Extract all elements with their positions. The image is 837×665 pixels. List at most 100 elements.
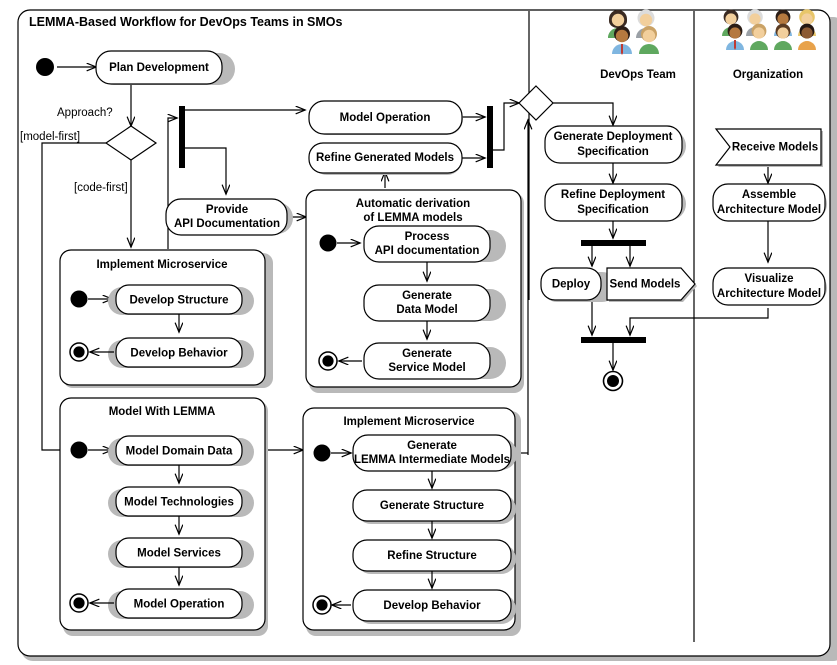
node-label-line2: Data Model	[396, 304, 457, 316]
group-implement-microservice-top: Implement Microservice Develop Structure…	[59, 249, 273, 388]
node-send-models[interactable]: Send Models	[606, 267, 697, 302]
node-model-technologies[interactable]: Model Technologies	[108, 486, 254, 517]
send-signal-shape	[606, 267, 696, 301]
node-label-line1: Assemble	[742, 189, 796, 201]
node-generate-structure[interactable]: Generate Structure	[352, 489, 516, 524]
join-bar-final	[581, 337, 646, 343]
final-node-main	[602, 370, 624, 392]
node-process-api-documentation[interactable]: Process API documentation	[363, 225, 506, 263]
frame-title: LEMMA-Based Workflow for DevOps Teams in…	[29, 15, 343, 29]
edge-join-to-merge	[493, 103, 519, 151]
node-model-operation-bottom[interactable]: Model Operation	[108, 588, 254, 619]
group-automatic-derivation: Automatic derivation of LEMMA models Pro…	[305, 189, 524, 393]
initial-node	[313, 444, 331, 462]
group-model-with-lemma: Model With LEMMA Model Domain Data Model…	[59, 397, 268, 636]
edge-decision-model-first	[41, 142, 106, 450]
node-label-line2: LEMMA Intermediate Models	[354, 454, 510, 466]
node-generate-service-model[interactable]: Generate Service Model	[363, 342, 506, 380]
node-label: Send Models	[610, 279, 681, 291]
final-node	[69, 593, 89, 613]
node-label-line1: Generate	[402, 348, 452, 360]
node-label: Model Technologies	[124, 497, 234, 509]
node-generate-data-model[interactable]: Generate Data Model	[363, 284, 506, 322]
lane-header-devops: DevOps Team	[600, 9, 676, 81]
node-label-line1: Provide	[206, 204, 248, 216]
join-bar	[487, 106, 493, 168]
node-label: Deploy	[552, 279, 591, 291]
final-node	[318, 351, 338, 371]
node-label-line2: Service Model	[388, 362, 465, 374]
people-group-icon	[608, 9, 659, 55]
node-label-line2: Specification	[577, 204, 649, 216]
node-provide-api-documentation[interactable]: Provide API Documentation	[165, 198, 293, 236]
node-label-line1: Visualize	[744, 273, 793, 285]
node-label: Develop Behavior	[383, 600, 481, 612]
group-implement-microservice-bottom: Implement Microservice Generate LEMMA In…	[302, 407, 521, 636]
group-label: Implement Microservice	[343, 416, 474, 428]
node-label-line1: Generate	[407, 440, 457, 452]
node-generate-deployment-specification[interactable]: Generate Deployment Specification	[544, 125, 686, 164]
group-label: Model With LEMMA	[109, 406, 216, 418]
fork-bar	[179, 106, 185, 168]
node-model-services[interactable]: Model Services	[108, 537, 254, 568]
node-label: Receive Models	[732, 142, 818, 154]
node-refine-deployment-specification[interactable]: Refine Deployment Specification	[544, 183, 686, 222]
group-label-line1: Automatic derivation	[356, 198, 470, 210]
node-label-line2: Specification	[577, 146, 649, 158]
group-label: Implement Microservice	[96, 259, 227, 271]
node-label-line2: Architecture Model	[717, 288, 821, 300]
node-model-domain-data[interactable]: Model Domain Data	[108, 435, 254, 466]
node-label: Develop Structure	[129, 295, 228, 307]
node-generate-lemma-intermediate-models[interactable]: Generate LEMMA Intermediate Models	[352, 434, 517, 472]
node-label-line2: API documentation	[375, 245, 480, 257]
initial-node	[319, 234, 337, 252]
node-plan-development[interactable]: Plan Development	[95, 50, 235, 85]
node-label-line1: Process	[405, 231, 450, 243]
node-label: Develop Behavior	[130, 348, 228, 360]
lane-header-organization: Organization	[722, 9, 816, 81]
lane-label-organization: Organization	[733, 69, 803, 81]
node-develop-structure[interactable]: Develop Structure	[108, 284, 254, 315]
fork-bar-deploy	[581, 240, 646, 246]
node-label: Model Operation	[340, 112, 431, 124]
final-node	[69, 342, 89, 362]
receive-signal-shape	[714, 128, 822, 166]
node-label: Refine Generated Models	[316, 152, 454, 164]
lane-label-devops: DevOps Team	[600, 69, 676, 81]
node-label-line2: Architecture Model	[717, 204, 821, 216]
node-label-line1: Generate	[402, 290, 452, 302]
node-label: Model Domain Data	[126, 446, 233, 458]
edge-merge-to-generate-deployment	[553, 102, 613, 125]
initial-node	[70, 290, 88, 308]
guard-code-first: [code-first]	[74, 182, 128, 194]
node-label: Refine Structure	[387, 550, 476, 562]
node-label-line1: Refine Deployment	[561, 189, 665, 201]
node-develop-behavior-top[interactable]: Develop Behavior	[108, 337, 254, 368]
initial-node	[36, 58, 54, 76]
edge-layer	[41, 67, 769, 455]
node-refine-generated-models[interactable]: Refine Generated Models	[308, 142, 463, 175]
guard-model-first: [model-first]	[20, 131, 80, 143]
guard-approach: Approach?	[57, 107, 113, 119]
node-assemble-architecture-model[interactable]: Assemble Architecture Model	[712, 183, 827, 222]
people-group-icon	[722, 9, 816, 50]
merge-diamond	[518, 85, 554, 121]
group-label-line2: of LEMMA models	[363, 212, 462, 224]
node-receive-models[interactable]: Receive Models	[714, 128, 823, 167]
edge-fork-to-provide-api-doc	[185, 147, 226, 194]
node-label: Model Operation	[134, 599, 225, 611]
node-model-operation-top[interactable]: Model Operation	[308, 100, 463, 135]
node-label-line2: API Documentation	[174, 218, 280, 230]
node-label: Generate Structure	[380, 500, 484, 512]
decision-diamond	[104, 125, 158, 161]
node-refine-structure[interactable]: Refine Structure	[352, 539, 516, 574]
node-label-line1: Generate Deployment	[554, 131, 673, 143]
node-deploy[interactable]: Deploy	[540, 267, 617, 302]
final-node	[312, 595, 332, 615]
initial-node	[70, 441, 88, 459]
node-label: Plan Development	[109, 62, 209, 74]
edge-visualize-to-join	[630, 308, 769, 335]
node-develop-behavior-bottom[interactable]: Develop Behavior	[352, 589, 516, 624]
node-visualize-architecture-model[interactable]: Visualize Architecture Model	[712, 267, 827, 306]
